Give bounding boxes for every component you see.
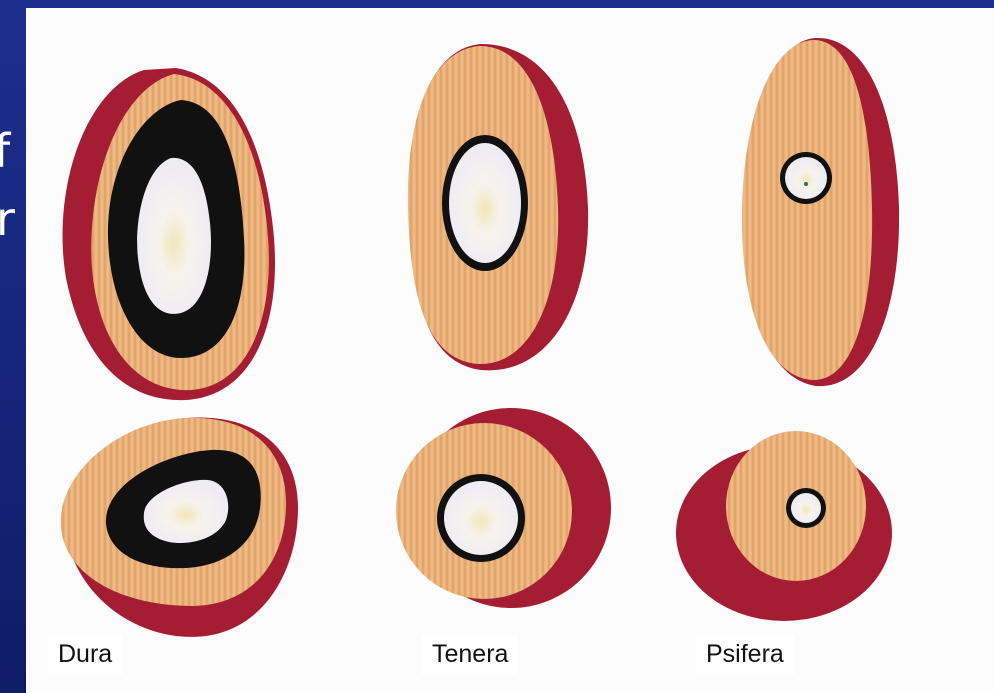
psifera-cross-section bbox=[676, 431, 892, 621]
fruit-illustration bbox=[26, 8, 994, 693]
label-psifera: Psifera bbox=[696, 636, 794, 675]
dura-cross-section bbox=[61, 418, 298, 637]
fruit-illustration-panel: Dura Tenera Psifera bbox=[26, 8, 994, 693]
slide-edge-text-1: f bbox=[0, 128, 10, 174]
tenera-cross-section bbox=[396, 408, 611, 608]
slide-edge-text-2: r bbox=[0, 196, 15, 242]
label-tenera: Tenera bbox=[422, 636, 518, 675]
tenera-longitudinal-section bbox=[408, 44, 588, 370]
psifera-longitudinal-section bbox=[742, 38, 899, 386]
label-dura: Dura bbox=[48, 636, 122, 675]
dura-longitudinal-section bbox=[63, 68, 275, 400]
